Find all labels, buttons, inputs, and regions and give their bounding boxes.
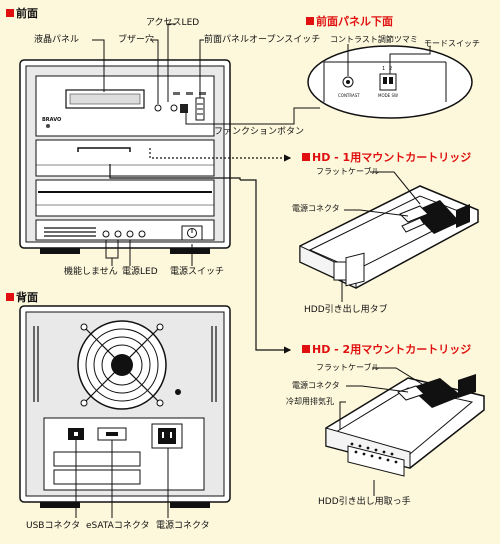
label-power-led: 電源LED [122,267,158,277]
section-back: 背面 [6,292,38,303]
function-button [180,104,188,113]
label-cooling-vent: 冷却用排気孔 [286,397,334,406]
label-flat-cable-2: フラットケーブル [316,363,380,372]
label-not-functional: 機能しません [64,267,118,277]
label-power-connector-1: 電源コネクタ [292,204,340,213]
hd2-cartridge [325,374,485,477]
contrast-text: CONTRAST [338,93,360,98]
mode-sw-1: 1 [382,66,386,72]
label-hdd-pull-handle: HDD引き出し用取っ手 [318,497,411,507]
back-device [19,305,231,508]
mode-sw-text: MODE SW [378,93,398,98]
power-led [126,230,134,238]
section-front: 前面 [6,8,38,19]
section-hd2: HD - 2用マウントカートリッジ [302,344,471,355]
label-contrast-knob: コントラスト調節ツマミ [330,35,418,44]
label-front-panel-open-switch: 前面パネルオープンスイッチ [204,35,321,45]
buzzer-hole [154,104,162,112]
label-mode-switch: モードスイッチ [424,39,480,48]
label-usb-connector: USBコネクタ [26,521,81,531]
front-panel-bottom-view [307,45,473,119]
label-power-connector-2: 電源コネクタ [292,381,340,390]
label-power-connector-back: 電源コネクタ [156,521,210,531]
label-power-switch: 電源スイッチ [170,267,225,277]
label-buzzer-hole: ブザー穴 [118,35,155,45]
label-function-button: ファンクションボタン [214,127,305,137]
brand-text: BRAVO [42,117,62,123]
cartridge-arrows [109,148,292,354]
section-hd1: HD - 1用マウントカートリッジ [302,152,471,163]
mode-sw-2: 2 [389,66,393,72]
label-lcd-panel: 液晶パネル [34,35,80,45]
hd1-cartridge [299,185,479,289]
label-hdd-pull-tab: HDD引き出し用タブ [304,305,388,315]
section-front-panel-bottom: 前面パネル下面 [306,16,393,27]
label-esata-connector: eSATAコネクタ [86,521,150,531]
label-flat-cable-1: フラットケーブル [316,167,380,176]
mode-switch [379,73,397,91]
label-access-led: アクセスLED [146,18,200,28]
not-functional-led [102,230,110,238]
front-device [19,59,231,254]
